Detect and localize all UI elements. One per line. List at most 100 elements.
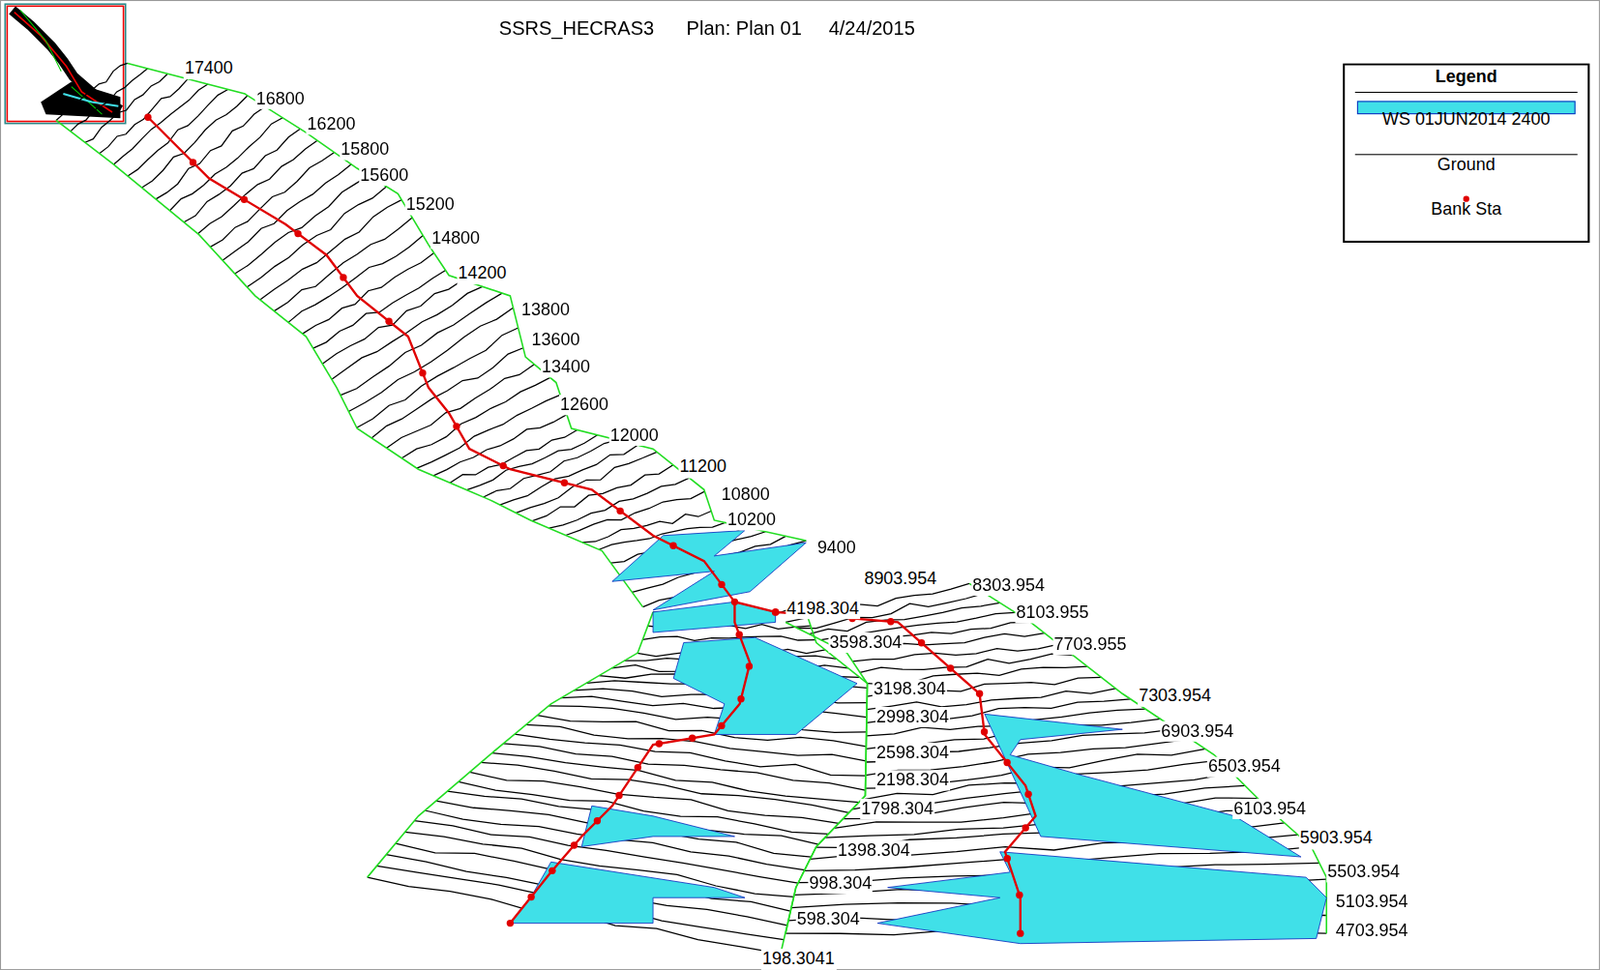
cross-section-line — [348, 307, 513, 412]
station-label: 13800 — [520, 299, 571, 321]
cross-section-line — [142, 95, 248, 188]
bank-station-dot — [385, 318, 392, 326]
cross-section-line — [536, 715, 866, 747]
legend-text: Ground — [1344, 154, 1588, 176]
station-label: 2998.304 — [875, 707, 950, 728]
reach-boundary — [56, 119, 644, 607]
bank-station-dot — [144, 114, 151, 121]
bank-station-dot — [669, 542, 677, 550]
bank-station-dot — [1004, 855, 1011, 862]
water-surface-area — [509, 861, 745, 923]
cross-section-line — [155, 106, 266, 200]
legend-text: WS 01JUN2014 2400 — [1344, 109, 1588, 130]
station-label: 13600 — [530, 329, 581, 351]
bank-station-dot — [1016, 929, 1024, 937]
station-label: 198.3041 — [761, 948, 836, 970]
bank-station-dot — [294, 230, 301, 238]
station-label: 10800 — [720, 484, 771, 505]
station-label: 2598.304 — [875, 742, 950, 764]
cross-section-line — [565, 491, 706, 535]
cross-section-line — [170, 118, 284, 211]
bank-station-dot — [452, 422, 460, 430]
station-label: 1798.304 — [859, 799, 935, 820]
cross-section-line — [209, 152, 334, 248]
station-label: 5103.954 — [1334, 891, 1410, 913]
bank-station-dot — [418, 369, 426, 377]
station-label: 2198.304 — [875, 770, 950, 791]
cross-section-line — [401, 377, 550, 458]
bank-station-dot — [1015, 891, 1023, 899]
bank-station-dot — [499, 462, 506, 470]
bank-station-dot — [189, 158, 197, 166]
bank-station-dot — [655, 740, 663, 747]
legend-text: Bank Sta — [1344, 199, 1588, 220]
cross-section-line — [246, 186, 386, 288]
cross-section-line — [288, 235, 423, 323]
cross-section-line — [313, 269, 446, 349]
cross-sections — [56, 62, 1327, 954]
bank-station-dot — [918, 639, 925, 647]
bank-station-dot — [887, 618, 894, 625]
legend-rule — [1355, 91, 1578, 93]
cross-section-line — [183, 128, 300, 222]
cross-section-line — [260, 200, 402, 300]
station-label: 4198.304 — [785, 598, 860, 620]
station-label: 15200 — [405, 194, 456, 215]
station-label: 11200 — [678, 457, 728, 478]
bank-station-dot — [1022, 824, 1030, 831]
station-label: 15600 — [358, 165, 410, 186]
station-label: 1398.304 — [836, 840, 912, 861]
station-label: 12600 — [559, 394, 610, 415]
bank-station-dot — [548, 867, 556, 875]
bank-station-dot — [615, 792, 623, 800]
cross-section-line — [386, 364, 535, 449]
bank-station-dot — [745, 662, 753, 670]
bank-station-dot — [976, 690, 983, 698]
station-label: 5503.954 — [1326, 861, 1401, 883]
water-surface — [509, 530, 1327, 944]
legend-box: Legend WS 01JUN2014 2400GroundBank Sta — [1342, 62, 1590, 243]
station-label: 8103.955 — [1015, 602, 1091, 623]
water-surface-area — [612, 530, 806, 610]
station-label: 8303.954 — [971, 575, 1046, 596]
bank-station-dot — [634, 764, 642, 771]
station-label: 13400 — [540, 356, 592, 378]
cross-section-line — [480, 762, 849, 813]
station-label: 16200 — [305, 114, 356, 135]
station-label: 15800 — [339, 140, 390, 161]
bank-line — [509, 601, 750, 923]
station-label: 3598.304 — [828, 632, 903, 653]
station-label: 7303.954 — [1137, 685, 1213, 707]
cross-section-line — [492, 753, 860, 803]
station-label: 5903.954 — [1299, 828, 1374, 849]
bank-station-dot — [980, 728, 988, 736]
bank-station-dot — [688, 735, 696, 742]
legend-rule — [1355, 153, 1578, 155]
bank-station-dot — [717, 722, 725, 730]
bank-station-dot — [717, 581, 725, 589]
legend-heading: Legend — [1344, 67, 1588, 89]
station-label: 14800 — [430, 228, 481, 249]
cross-section-line — [322, 280, 463, 365]
cross-section-line — [515, 451, 657, 513]
cross-section-line — [385, 855, 787, 926]
bank-station-dot — [947, 664, 954, 672]
bank-line — [148, 117, 776, 613]
cross-section-line — [356, 327, 519, 428]
station-label: 8903.954 — [862, 569, 938, 591]
inset-map — [4, 3, 125, 123]
cross-section-line — [222, 164, 352, 261]
bank-station-dot — [771, 608, 779, 616]
station-label: 3198.304 — [872, 679, 948, 700]
cross-section-line — [331, 286, 483, 380]
station-label: 9400 — [816, 537, 858, 559]
bank-station-dot — [771, 608, 779, 616]
bank-station-dot — [240, 196, 248, 204]
station-label: 4703.954 — [1334, 920, 1410, 942]
cross-section-line — [859, 653, 1073, 673]
plot-title: SSRS_HECRAS3 Plan: Plan 01 4/24/2015 — [499, 16, 916, 41]
cross-section-line — [514, 734, 866, 776]
cross-section-line — [532, 465, 674, 522]
bank-station-dot — [737, 695, 744, 703]
bank-station-dot — [731, 598, 739, 606]
